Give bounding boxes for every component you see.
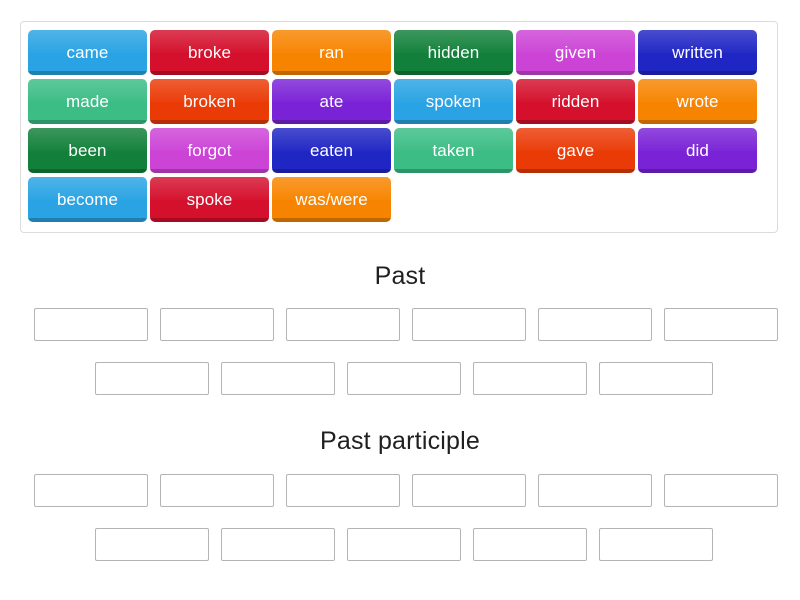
dropzone-past-participle-2[interactable] bbox=[160, 474, 274, 507]
word-tile-label: ridden bbox=[551, 92, 600, 111]
dropzone-past-5[interactable] bbox=[538, 308, 652, 341]
word-tile-label: spoke bbox=[186, 190, 233, 209]
dropzone-past-participle-7[interactable] bbox=[95, 528, 209, 561]
dropzone-past-participle-8[interactable] bbox=[221, 528, 335, 561]
dropzone-past-participle-5[interactable] bbox=[538, 474, 652, 507]
word-tile-label: become bbox=[56, 190, 119, 209]
dropzone-group-past-participle bbox=[0, 474, 800, 562]
dropzone-row bbox=[0, 308, 800, 342]
word-tile-label: came bbox=[66, 43, 109, 62]
dropzone-past-participle-9[interactable] bbox=[347, 528, 461, 561]
dropzone-past-10[interactable] bbox=[473, 362, 587, 395]
word-tile-label: ran bbox=[319, 43, 344, 62]
word-tile-spoke[interactable]: spoke bbox=[150, 177, 269, 222]
dropzone-past-8[interactable] bbox=[221, 362, 335, 395]
word-tile-wrote[interactable]: wrote bbox=[638, 79, 757, 124]
word-tile-ran[interactable]: ran bbox=[272, 30, 391, 75]
tile-row: become spoke was/were bbox=[28, 177, 770, 223]
dropzone-group-past bbox=[0, 308, 800, 396]
dropzone-past-participle-1[interactable] bbox=[34, 474, 148, 507]
word-tile-become[interactable]: become bbox=[28, 177, 147, 222]
word-tile-label: was/were bbox=[295, 190, 368, 209]
word-tile-was-were[interactable]: was/were bbox=[272, 177, 391, 222]
word-tile-been[interactable]: been bbox=[28, 128, 147, 173]
dropzone-past-participle-4[interactable] bbox=[412, 474, 526, 507]
dropzone-past-participle-3[interactable] bbox=[286, 474, 400, 507]
group-heading-past: Past bbox=[374, 262, 426, 290]
word-tile-label: broke bbox=[187, 43, 232, 62]
tile-row: made broken ate spoken ridden wrote bbox=[28, 79, 770, 125]
word-tile-label: spoken bbox=[425, 92, 482, 111]
word-tile-label: broken bbox=[183, 92, 236, 111]
word-tile-came[interactable]: came bbox=[28, 30, 147, 75]
group-heading-past-participle: Past participle bbox=[319, 427, 481, 455]
word-tile-forgot[interactable]: forgot bbox=[150, 128, 269, 173]
word-tile-label: taken bbox=[432, 141, 475, 160]
dropzone-past-6[interactable] bbox=[664, 308, 778, 341]
dropzone-past-11[interactable] bbox=[599, 362, 713, 395]
word-tile-made[interactable]: made bbox=[28, 79, 147, 124]
dropzone-row bbox=[0, 362, 800, 396]
word-tile-ate[interactable]: ate bbox=[272, 79, 391, 124]
word-tile-label: wrote bbox=[676, 92, 719, 111]
word-tile-bank: came broke ran hidden given written made broken… bbox=[20, 21, 778, 233]
dropzone-past-7[interactable] bbox=[95, 362, 209, 395]
tile-row: been forgot eaten taken gave did bbox=[28, 128, 770, 174]
word-tile-given[interactable]: given bbox=[516, 30, 635, 75]
word-tile-label: written bbox=[672, 43, 723, 62]
word-tile-written[interactable]: written bbox=[638, 30, 757, 75]
word-tile-label: been bbox=[68, 141, 107, 160]
word-tile-eaten[interactable]: eaten bbox=[272, 128, 391, 173]
dropzone-row bbox=[0, 474, 800, 508]
word-tile-broke[interactable]: broke bbox=[150, 30, 269, 75]
word-tile-label: given bbox=[554, 43, 597, 62]
dropzone-row bbox=[0, 528, 800, 562]
dropzone-past-1[interactable] bbox=[34, 308, 148, 341]
word-tile-label: hidden bbox=[427, 43, 480, 62]
word-tile-label: ate bbox=[319, 92, 344, 111]
word-tile-ridden[interactable]: ridden bbox=[516, 79, 635, 124]
dropzone-past-participle-11[interactable] bbox=[599, 528, 713, 561]
dropzone-past-2[interactable] bbox=[160, 308, 274, 341]
dropzone-past-4[interactable] bbox=[412, 308, 526, 341]
word-tile-gave[interactable]: gave bbox=[516, 128, 635, 173]
word-tile-label: did bbox=[686, 141, 709, 160]
word-tile-label: made bbox=[66, 92, 109, 111]
word-tile-label: eaten bbox=[309, 141, 354, 160]
dropzone-past-participle-6[interactable] bbox=[664, 474, 778, 507]
dropzone-past-9[interactable] bbox=[347, 362, 461, 395]
word-tile-hidden[interactable]: hidden bbox=[394, 30, 513, 75]
word-tile-did[interactable]: did bbox=[638, 128, 757, 173]
word-tile-broken[interactable]: broken bbox=[150, 79, 269, 124]
word-tile-label: forgot bbox=[187, 141, 232, 160]
word-tile-label: gave bbox=[556, 141, 595, 160]
word-tile-taken[interactable]: taken bbox=[394, 128, 513, 173]
tile-row: came broke ran hidden given written bbox=[28, 30, 770, 76]
word-tile-spoken[interactable]: spoken bbox=[394, 79, 513, 124]
dropzone-past-participle-10[interactable] bbox=[473, 528, 587, 561]
dropzone-past-3[interactable] bbox=[286, 308, 400, 341]
